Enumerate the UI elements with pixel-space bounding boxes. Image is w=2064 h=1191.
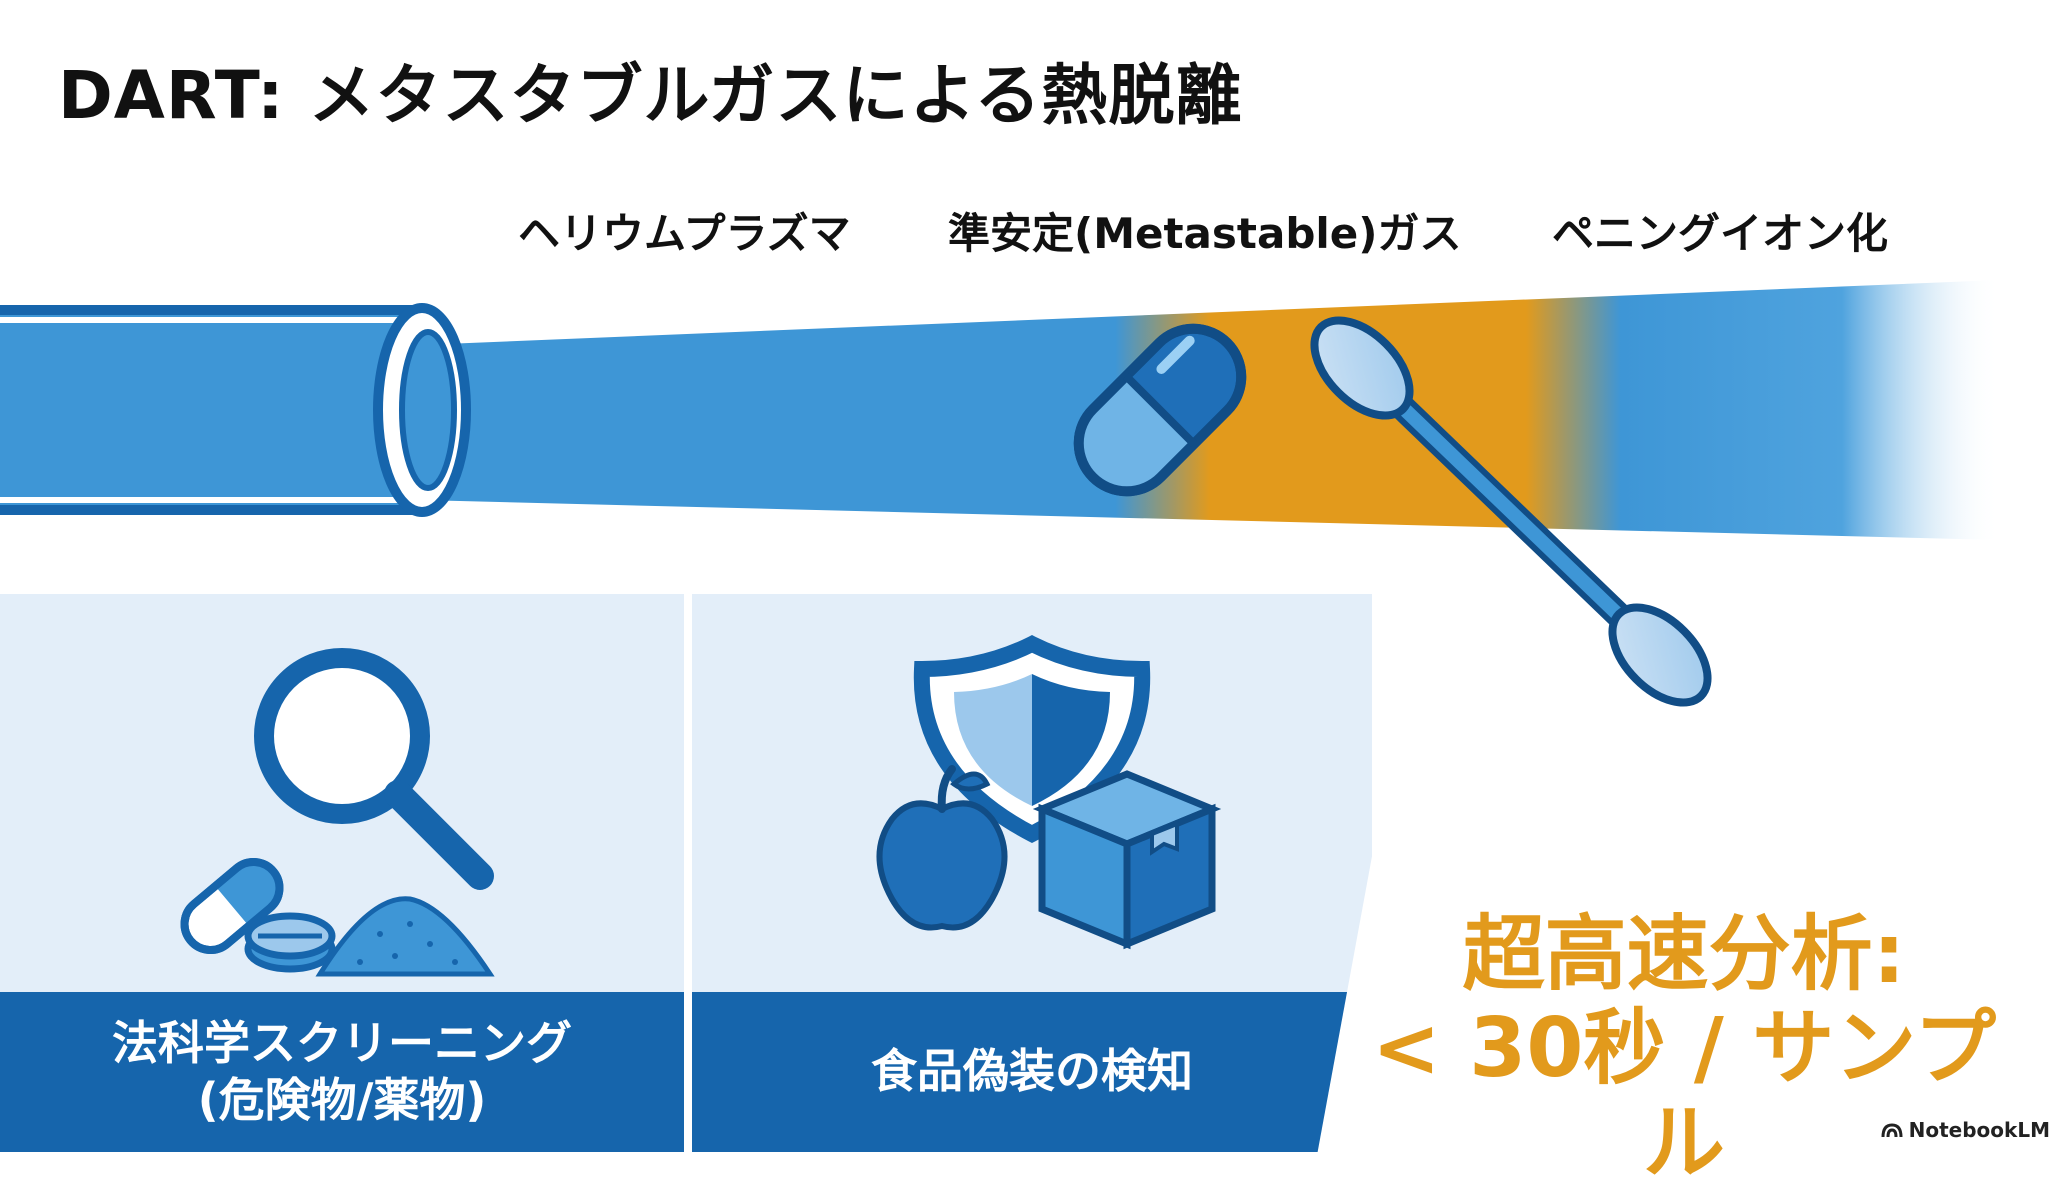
panel-forensics-line2: (危険物/薬物) <box>197 1073 487 1127</box>
panel-forensics: 法科学スクリーニング (危険物/薬物) <box>0 594 684 1152</box>
apple-icon <box>876 765 1008 931</box>
speed-stat-value: < 30秒 / サンプル <box>1372 1001 1996 1191</box>
speed-stat: 超高速分析: < 30秒 / サンプル <box>1344 907 2024 1191</box>
speed-stat-title: 超高速分析: <box>1462 907 1906 1002</box>
panel-food: 食品偽装の検知 <box>692 594 1372 1152</box>
panel-food-bar <box>692 992 1372 1152</box>
swab-icon <box>1310 316 1712 707</box>
tablet-icon <box>244 912 336 973</box>
forensics-illustration <box>180 648 495 977</box>
magnifier-icon <box>254 648 494 890</box>
stage-label-penning: ペニングイオン化 <box>1552 209 1889 258</box>
pill-icon <box>180 858 284 954</box>
powder-icon <box>315 896 495 977</box>
beam-diagram <box>0 280 2000 707</box>
panel-food-line1: 食品偽装の検知 <box>871 1044 1193 1099</box>
watermark: NotebookLM <box>1881 1118 2050 1142</box>
watermark-text: NotebookLM <box>1908 1118 2050 1142</box>
notebooklm-logo-icon <box>1881 1123 1903 1138</box>
tube-icon <box>0 303 471 517</box>
stage-label-plasma: ヘリウムプラズマ <box>518 209 851 258</box>
panel-forensics-line1: 法科学スクリーニング <box>112 1015 572 1070</box>
box-icon <box>1032 770 1222 950</box>
panel-forensics-label: 法科学スクリーニング (危険物/薬物) <box>0 992 684 1152</box>
capsule-icon <box>1073 323 1247 497</box>
food-illustration <box>876 635 1222 950</box>
panel-food-label: 食品偽装の検知 <box>692 992 1372 1152</box>
stage-label-metastable: 準安定(Metastable)ガス <box>948 209 1462 258</box>
panel-forensics-bar <box>0 992 684 1152</box>
page-title: DART: メタスタブルガスによる熱脱離 <box>58 57 1243 134</box>
